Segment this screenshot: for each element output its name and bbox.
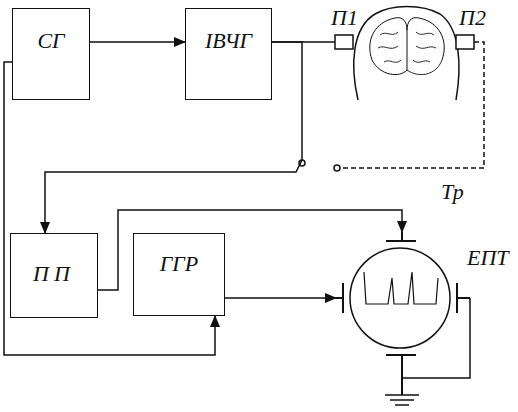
wire: [225, 297, 336, 299]
part-label: Тр: [440, 180, 465, 204]
electrode: [335, 35, 353, 49]
brain: [370, 18, 444, 75]
box-label: ГГР: [160, 252, 198, 276]
crt-screen: [350, 248, 450, 348]
box-label: ІВЧГ: [205, 29, 252, 53]
head-outline: [354, 7, 459, 101]
waveform: [364, 272, 438, 304]
deflection-plate: [386, 232, 416, 241]
process-box: ГГР: [133, 233, 225, 316]
process-box: ІВЧГ: [185, 8, 272, 100]
process-box: ПП: [10, 233, 98, 318]
electrode: [456, 35, 474, 49]
box-label: СГ: [37, 29, 64, 53]
switch-contact: [334, 165, 340, 171]
ground-symbol: [385, 395, 419, 405]
part-label: П1: [330, 6, 359, 30]
deflection-plate: [336, 283, 343, 313]
process-box: СГ: [12, 8, 90, 100]
signal-connector: [90, 41, 185, 43]
deflection-plate: [457, 283, 470, 313]
part-label: П2: [458, 6, 487, 30]
part-label: ЕПТ: [466, 246, 510, 270]
brain-folds: [378, 32, 442, 75]
dashed-wire: [340, 42, 484, 168]
deflection-plate: [386, 355, 416, 395]
box-label: ПП: [33, 262, 75, 286]
wire: [402, 298, 470, 378]
